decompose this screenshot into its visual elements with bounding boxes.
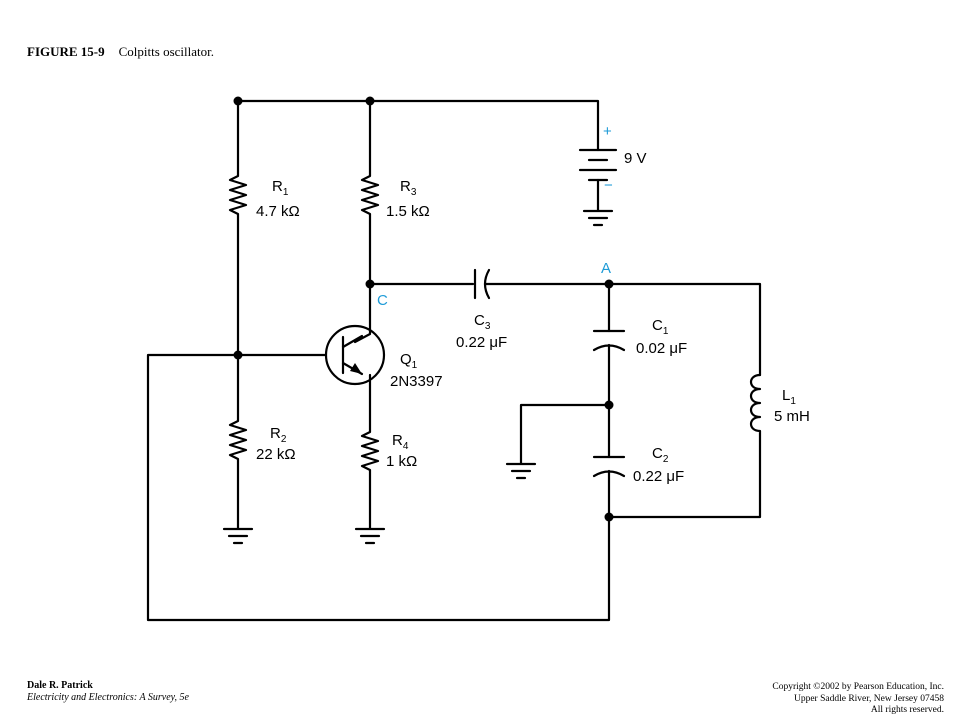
r2-value: 22 kΩ: [256, 446, 296, 463]
r1-label: R1: [272, 178, 289, 198]
resistor-r4: [360, 373, 380, 530]
junction-dots: [233, 96, 614, 522]
node-c-label: C: [377, 292, 388, 309]
figure-title: Colpitts oscillator.: [118, 44, 214, 59]
node-a-label: A: [601, 260, 611, 277]
copyright-line-2: Upper Saddle River, New Jersey 07458: [793, 693, 944, 704]
r3-label: R3: [400, 178, 417, 198]
inductor-l1: [607, 373, 762, 519]
resistor-r3: [360, 99, 380, 286]
copyright-line-3: All rights reserved.: [870, 705, 944, 715]
c3-label: C3: [474, 312, 491, 332]
wire-top-rail: [236, 99, 600, 152]
figure-caption: FIGURE 15-9 Colpitts oscillator.: [27, 44, 214, 60]
l1-label: L1: [782, 387, 796, 407]
r4-label: R4: [392, 432, 409, 452]
wire-c3-right: [483, 282, 762, 377]
wire-collector: [353, 282, 372, 344]
battery-plus: +: [603, 123, 612, 140]
r4-value: 1 kΩ: [386, 453, 417, 470]
ground-battery: [582, 209, 614, 227]
c1-label: C1: [652, 317, 669, 337]
q1-value: 2N3397: [390, 373, 443, 390]
ground-r4: [354, 527, 386, 545]
c2-value: 0.22 μF: [633, 468, 684, 485]
footer-author-block: Dale R. Patrick Electricity and Electron…: [27, 680, 189, 704]
figure-number: FIGURE 15-9: [27, 44, 105, 59]
ground-r2: [222, 527, 254, 545]
battery-minus: −: [604, 177, 613, 194]
c1-value: 0.02 μF: [636, 340, 687, 357]
c2-label: C2: [652, 445, 669, 465]
footer-copyright: Copyright ©2002 by Pearson Education, In…: [772, 682, 944, 717]
c3-value: 0.22 μF: [456, 334, 507, 351]
r1-value: 4.7 kΩ: [256, 203, 300, 220]
resistor-r1: [228, 99, 248, 357]
ground-tap: [505, 462, 537, 480]
footer-book: Electricity and Electronics: A Survey, 5…: [27, 692, 189, 703]
footer-author: Dale R. Patrick: [27, 680, 93, 691]
battery-value: 9 V: [624, 150, 647, 167]
r2-label: R2: [270, 425, 287, 445]
wire-ground-tap: [519, 403, 611, 465]
copyright-line-1: Copyright ©2002 by Pearson Education, In…: [772, 682, 944, 692]
wire-c2-bottom: [146, 353, 611, 622]
l1-value: 5 mH: [774, 408, 810, 425]
resistor-r2: [228, 353, 248, 530]
battery: [578, 148, 618, 212]
q1-label: Q1: [400, 351, 418, 371]
transistor-q1: [324, 324, 386, 386]
r3-value: 1.5 kΩ: [386, 203, 430, 220]
